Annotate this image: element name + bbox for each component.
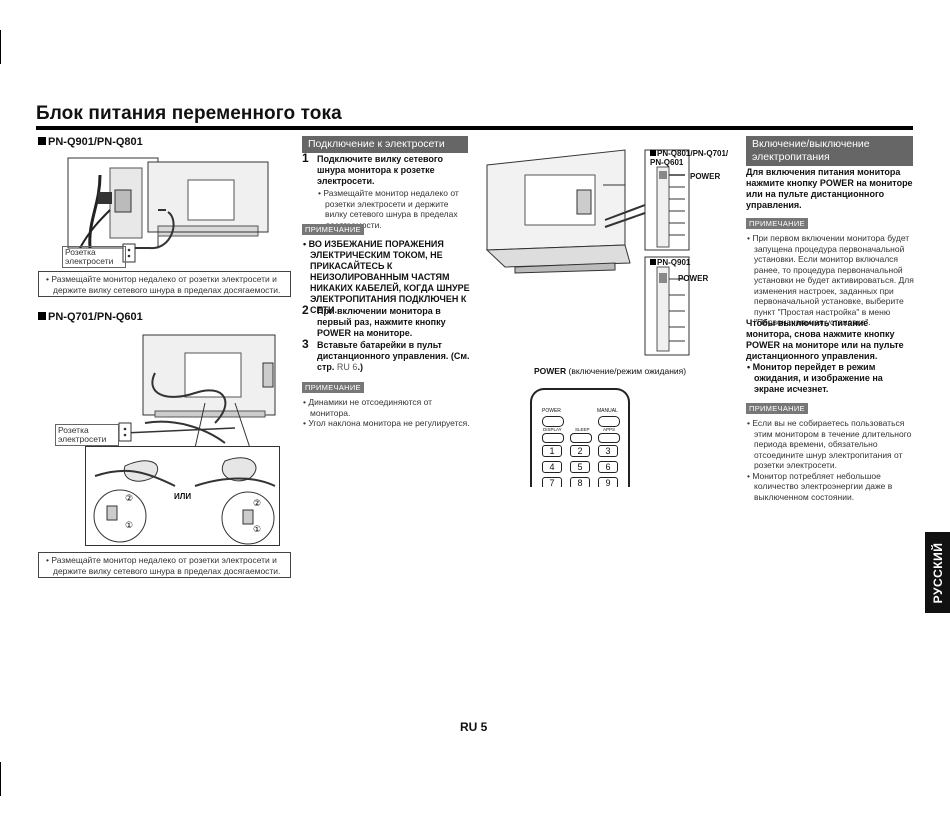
step-2: 2 При включении монитора в первый раз, н… [302, 303, 446, 338]
remote-manual-button[interactable] [598, 416, 620, 427]
remote-key-1[interactable]: 1 [542, 445, 562, 457]
language-tab: РУССКИЙ [925, 532, 950, 613]
note-1: ПРИМЕЧАНИЕ • ВО ИЗБЕЖАНИЕ ПОРАЖЕНИЯ ЭЛЕК… [302, 224, 470, 315]
label-power-top: POWER [690, 172, 721, 181]
title-rule [36, 126, 913, 130]
remote-manual-label: MANUAL [597, 408, 618, 414]
svg-text:①: ① [125, 521, 133, 531]
crop-mark-left-top [0, 30, 1, 64]
connection-heading: Подключение к электросети [302, 136, 468, 153]
remote-key-4[interactable]: 4 [542, 461, 562, 473]
remote-apps-button[interactable] [598, 433, 620, 443]
page-number: RU 5 [460, 720, 488, 734]
svg-text:②: ② [125, 494, 133, 504]
remote-key-5[interactable]: 5 [570, 461, 590, 473]
page-title: Блок питания переменного тока [36, 103, 342, 124]
caution-box-a: • Размещайте монитор недалеко от розетки… [38, 271, 291, 297]
outlet-icon-a [122, 243, 136, 263]
or-label: ИЛИ [174, 492, 192, 501]
square-bullet-icon [38, 312, 46, 320]
remote-key-2[interactable]: 2 [570, 445, 590, 457]
monitor-back-illustration-b [124, 334, 276, 449]
outlet-label-a: Розетка электросети [62, 246, 126, 268]
label-models-top: PN-Q801/PN-Q701/ PN-Q601 [650, 149, 729, 167]
remote-key-9[interactable]: 9 [598, 477, 618, 487]
remote-sleep-button[interactable] [570, 433, 592, 443]
model-heading-a: PN-Q901/PN-Q801 [38, 136, 143, 148]
note-2: ПРИМЕЧАНИЕ • Динамики не отсоединяются о… [302, 382, 470, 428]
crop-mark-left-bottom [0, 762, 1, 796]
outlet-icon-b [118, 422, 132, 442]
remote-power-label: POWER [542, 408, 561, 414]
svg-text:②: ② [253, 499, 261, 509]
note-tag: ПРИМЕЧАНИЕ [302, 382, 364, 393]
caution-box-b: • Размещайте монитор недалеко от розетки… [38, 552, 291, 578]
remote-apps-label: APPS [603, 427, 616, 432]
note-tag: ПРИМЕЧАНИЕ [746, 218, 808, 229]
outlet-label-b: Розетка электросети [55, 424, 119, 446]
remote-caption: POWER (включение/режим ожидания) [534, 366, 687, 376]
onoff-intro: Для включения питания монитора нажмите к… [746, 167, 913, 210]
remote-display-button[interactable] [542, 433, 564, 443]
note-tag: ПРИМЕЧАНИЕ [746, 403, 808, 414]
label-power-bottom: POWER [678, 274, 709, 283]
onoff-heading: Включение/выключение электропитания [746, 136, 913, 166]
onoff-off-text: Чтобы выключить питание монитора, снова … [746, 318, 904, 394]
monitor-back-illustration-a [67, 157, 269, 250]
note-tag: ПРИМЕЧАНИЕ [302, 224, 364, 235]
remote-key-8[interactable]: 8 [570, 477, 590, 487]
remote-key-7[interactable]: 7 [542, 477, 562, 487]
label-model-bottom: PN-Q901 [650, 258, 690, 267]
square-bullet-icon [38, 137, 46, 145]
svg-text:①: ① [253, 525, 261, 535]
remote-key-3[interactable]: 3 [598, 445, 618, 457]
monitor-side-illustration [485, 149, 690, 356]
remote-power-button[interactable] [542, 416, 564, 427]
remote-display-label: DISPLAY [543, 427, 562, 432]
onoff-note-1: ПРИМЕЧАНИЕ • При первом включении монито… [746, 218, 914, 327]
model-heading-b: PN-Q701/PN-Q601 [38, 311, 143, 323]
remote-sleep-label: SLEEP [575, 427, 590, 432]
onoff-note-2: ПРИМЕЧАНИЕ • Если вы не собираетесь поль… [746, 403, 912, 502]
remote-control: POWER MANUAL DISPLAY SLEEP APPS 1 2 3 4 … [530, 388, 630, 487]
remote-keypad: 1 2 3 4 5 6 7 8 9 [542, 445, 620, 487]
cable-clamp-illustration: ② ① ② ① [85, 446, 280, 546]
page-reference-link[interactable]: RU 6 [336, 362, 358, 372]
step-3: 3 Вставьте батарейки в пульт дистанционн… [302, 337, 470, 372]
remote-key-6[interactable]: 6 [598, 461, 618, 473]
